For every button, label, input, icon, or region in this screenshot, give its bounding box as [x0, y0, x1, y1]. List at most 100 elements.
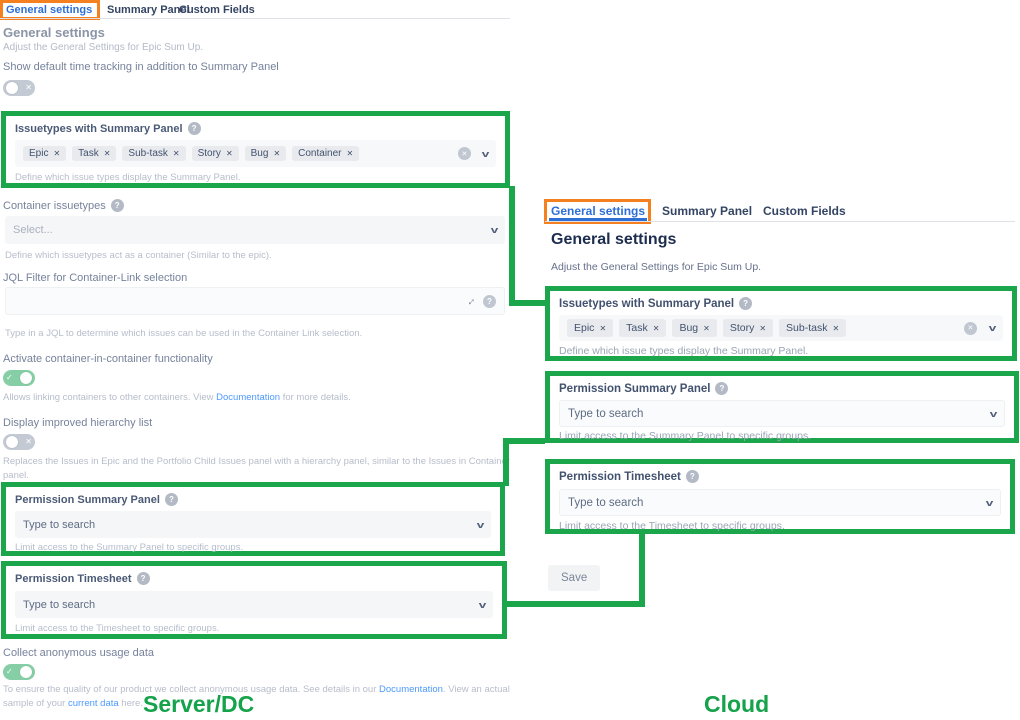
hierarchy-list-helper: Replaces the Issues in Epic and the Port…: [3, 456, 510, 481]
chevron-down-icon[interactable]: v: [985, 497, 994, 508]
issuetypes-label: Issuetypes with Summary Panel: [559, 297, 735, 310]
perm-timesheet-select[interactable]: Type to search v: [15, 591, 493, 618]
jql-filter-label: JQL Filter for Container-Link selection: [3, 272, 188, 284]
tab-general-settings[interactable]: General settings: [551, 204, 646, 218]
jql-filter-helper: Type in a JQL to determine which issues …: [5, 328, 363, 339]
perm-timesheet-label: Permission Timesheet: [559, 470, 681, 483]
documentation-link[interactable]: Documentation: [379, 684, 443, 695]
hierarchy-list-toggle[interactable]: ✕: [3, 434, 35, 450]
help-icon[interactable]: ?: [715, 382, 729, 395]
container-issuetypes-select[interactable]: Select... v: [5, 216, 505, 244]
perm-summary-select[interactable]: Type to search v: [559, 400, 1005, 427]
time-tracking-label: Show default time tracking in addition t…: [3, 61, 279, 73]
chevron-down-icon[interactable]: v: [481, 148, 490, 159]
perm-summary-helper: Limit access to the Summary Panel to spe…: [559, 430, 812, 442]
tag-bug: Bug✕: [672, 319, 717, 337]
jql-filter-input[interactable]: ↔ ?: [5, 287, 505, 315]
annotation-green-box-issuetypes-server: Issuetypes with Summary Panel ? Epic✕ Ta…: [1, 111, 510, 188]
clear-all-icon[interactable]: ✕: [963, 321, 977, 335]
usage-data-helper: To ensure the quality of our product we …: [3, 684, 510, 709]
connector-perm-timesheet-horizontal: [505, 601, 645, 607]
chevron-down-icon[interactable]: v: [478, 599, 487, 610]
perm-timesheet-select[interactable]: Type to search v: [559, 489, 1001, 516]
container-in-container-label: Activate container-in-container function…: [3, 353, 213, 365]
perm-summary-label: Permission Summary Panel: [559, 382, 711, 395]
connector-perm-summary-vertical: [503, 438, 509, 486]
annotation-green-box-issuetypes-cloud: Issuetypes with Summary Panel ? Epic✕ Ta…: [545, 286, 1017, 361]
usage-data-toggle[interactable]: ✓: [3, 664, 35, 680]
toggle-off-icon: ✕: [25, 437, 32, 446]
tag-story: Story✕: [191, 146, 239, 161]
tag-epic: Epic✕: [23, 146, 67, 161]
remove-tag-icon[interactable]: ✕: [346, 149, 354, 158]
help-icon[interactable]: ?: [164, 493, 178, 506]
page-title: General settings: [3, 25, 105, 40]
perm-timesheet-helper: Limit access to the Timesheet to specifi…: [15, 623, 220, 634]
toggle-knob: [6, 436, 18, 448]
connector-issuetypes-vertical: [509, 186, 515, 306]
chevron-down-icon[interactable]: v: [490, 225, 499, 235]
perm-summary-select[interactable]: Type to search v: [15, 511, 491, 538]
clear-all-icon[interactable]: ✕: [457, 147, 471, 160]
annotation-green-box-perm-timesheet-server: Permission Timesheet ? Type to search v …: [1, 561, 507, 639]
perm-summary-helper: Limit access to the Summary Panel to spe…: [15, 542, 244, 553]
tag-container: Container✕: [292, 146, 360, 161]
issuetypes-label: Issuetypes with Summary Panel: [15, 122, 183, 135]
tab-general-settings[interactable]: General settings: [6, 4, 93, 16]
chevron-down-icon[interactable]: v: [476, 519, 485, 530]
tab-custom-fields[interactable]: Custom Fields: [763, 204, 846, 218]
remove-tag-icon[interactable]: ✕: [759, 323, 767, 333]
annotation-orange-box-cloud-tab: [544, 199, 651, 224]
issuetypes-multiselect[interactable]: Epic✕ Task✕ Bug✕ Story✕ Sub-task✕ ✕ v: [559, 315, 1003, 341]
tab-summary-panel[interactable]: Summary Panel: [662, 204, 753, 218]
documentation-link[interactable]: Documentation: [216, 392, 281, 403]
remove-tag-icon[interactable]: ✕: [599, 323, 607, 333]
toggle-off-icon: ✕: [25, 83, 32, 92]
toggle-on-icon: ✓: [6, 373, 13, 382]
remove-tag-icon[interactable]: ✕: [703, 323, 710, 333]
issuetypes-helper: Define which issue types display the Sum…: [559, 345, 809, 357]
remove-tag-icon[interactable]: ✕: [652, 323, 660, 333]
annotation-green-box-perm-timesheet-cloud: Permission Timesheet ? Type to search v …: [545, 459, 1015, 534]
toggle-on-icon: ✓: [6, 667, 13, 676]
tag-task: Task✕: [72, 146, 117, 161]
chevron-down-icon[interactable]: v: [989, 408, 998, 419]
remove-tag-icon[interactable]: ✕: [53, 149, 61, 158]
current-data-link[interactable]: current data: [67, 697, 119, 709]
usage-data-label: Collect anonymous usage data: [3, 647, 155, 659]
tab-custom-fields[interactable]: Custom Fields: [179, 4, 255, 16]
container-in-container-helper: Allows linking containers to other conta…: [3, 392, 351, 403]
remove-tag-icon[interactable]: ✕: [832, 323, 840, 333]
remove-tag-icon[interactable]: ✕: [103, 149, 111, 158]
tag-bug: Bug✕: [244, 146, 287, 161]
hierarchy-list-label: Display improved hierarchy list: [3, 417, 153, 429]
time-tracking-toggle[interactable]: ✕: [3, 80, 35, 96]
tab-summary-panel[interactable]: Summary Panel: [107, 4, 190, 16]
help-icon[interactable]: ?: [739, 297, 753, 310]
remove-tag-icon[interactable]: ✕: [273, 149, 281, 158]
page-title: General settings: [551, 231, 677, 248]
help-icon[interactable]: ?: [685, 470, 699, 483]
tag-task: Task✕: [619, 319, 667, 337]
container-in-container-toggle[interactable]: ✓: [3, 370, 35, 386]
save-button[interactable]: Save: [548, 565, 601, 591]
tab-divider: [0, 18, 510, 19]
annotation-green-box-perm-summary-server: Permission Summary Panel ? Type to searc…: [1, 482, 505, 556]
cloud-label: Cloud: [704, 691, 770, 717]
tag-subtask: Sub-task✕: [779, 319, 847, 337]
expand-icon[interactable]: ↔: [462, 292, 479, 310]
annotation-green-box-perm-summary-cloud: Permission Summary Panel ? Type to searc…: [545, 371, 1019, 443]
help-icon[interactable]: ?: [187, 122, 201, 135]
select-placeholder: Type to search: [23, 598, 96, 611]
select-placeholder: Select...: [13, 224, 53, 236]
issuetypes-multiselect[interactable]: Epic✕ Task✕ Sub-task✕ Story✕ Bug✕ Contai…: [15, 140, 496, 167]
help-icon[interactable]: ?: [483, 294, 496, 308]
chevron-down-icon[interactable]: v: [988, 323, 997, 333]
help-icon[interactable]: ?: [136, 572, 150, 585]
tag-epic: Epic✕: [567, 319, 614, 337]
help-icon[interactable]: ?: [110, 199, 124, 212]
active-tab-underline: [549, 218, 647, 221]
toggle-knob: [6, 82, 18, 94]
remove-tag-icon[interactable]: ✕: [225, 149, 233, 158]
remove-tag-icon[interactable]: ✕: [172, 149, 180, 158]
